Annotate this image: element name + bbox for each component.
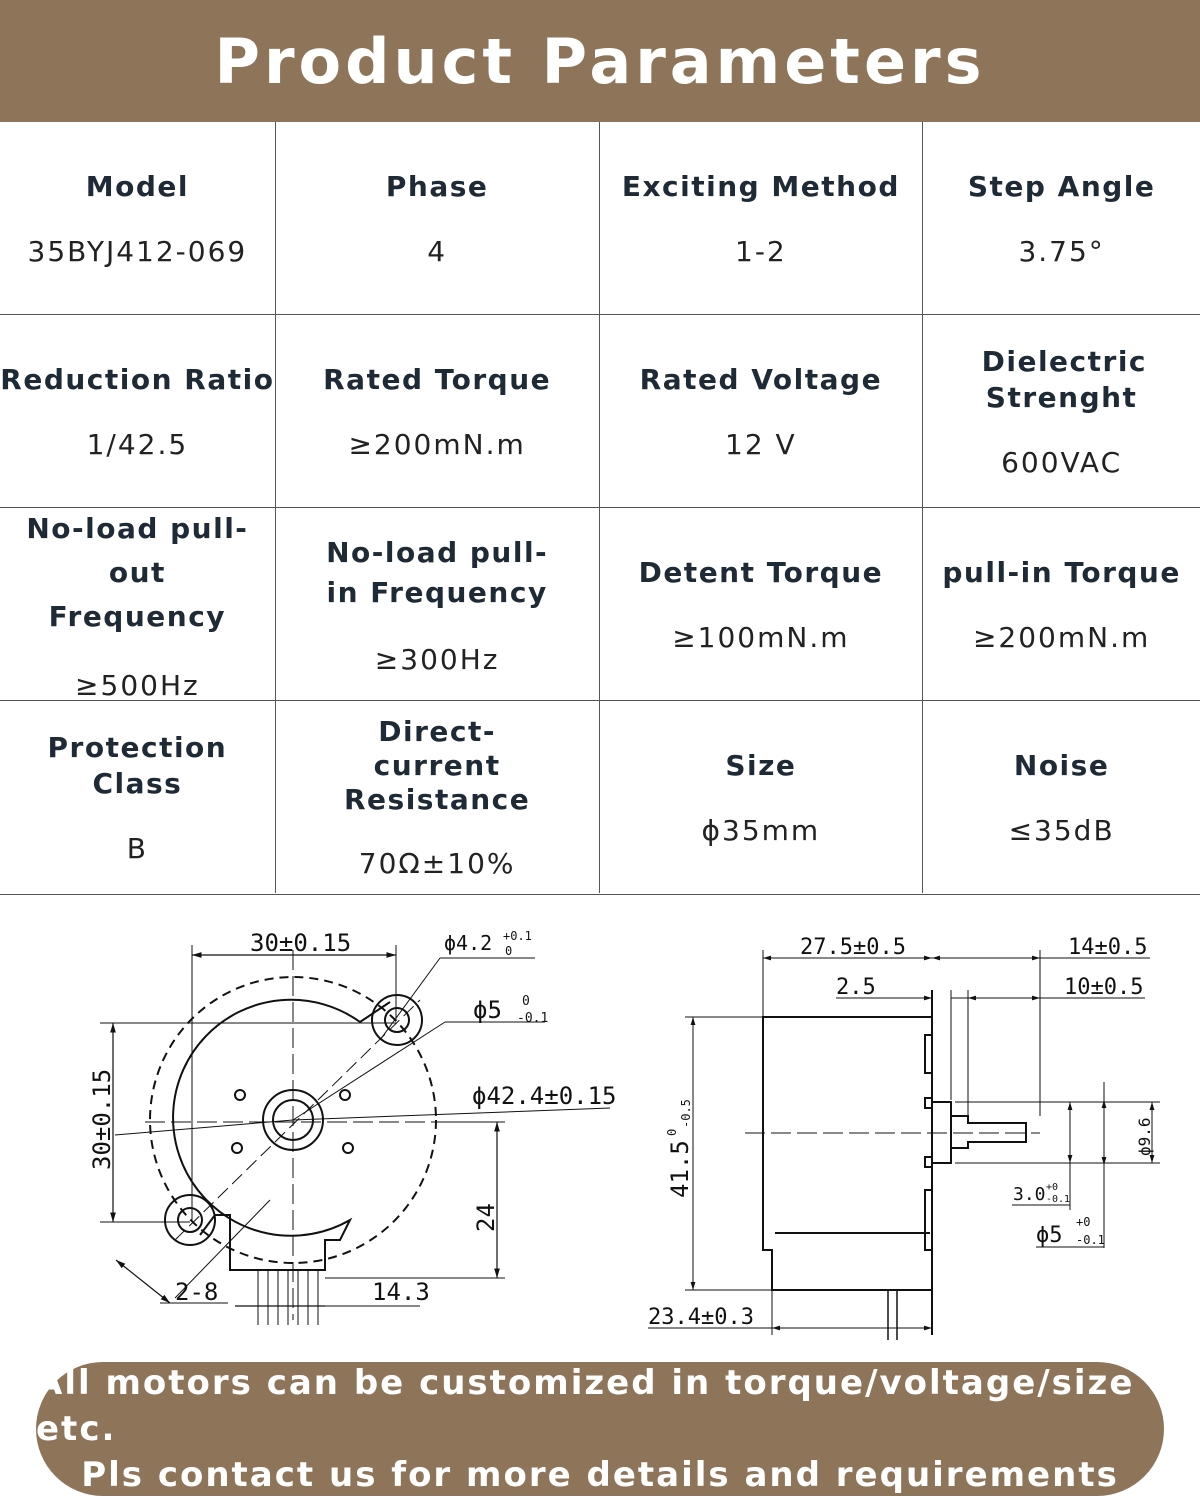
param-label: No-load pull-out Frequency	[26, 511, 249, 633]
banner-line-2: Pls contact us for more details and requ…	[81, 1455, 1119, 1495]
param-value: ≥100mN.m	[672, 620, 850, 654]
page-title: Product Parameters	[214, 24, 986, 98]
param-value: 70Ω±10%	[358, 846, 516, 880]
param-cell: Detent Torque ≥100mN.m	[600, 508, 924, 700]
dim-bottom: 23.4±0.3	[648, 1305, 754, 1330]
dim-shaft-len: 14±0.5	[1068, 935, 1147, 960]
dim-height-side: 41.5	[666, 1140, 694, 1198]
param-value: 4	[427, 234, 448, 268]
param-label: Rated Voltage	[639, 362, 883, 396]
dim-hole-count: 2-8	[175, 1278, 218, 1306]
param-label: Protection Class	[47, 730, 228, 800]
dim-shaft-tol-low-side: -0.1	[1076, 1233, 1105, 1247]
param-value: 600VAC	[1001, 445, 1123, 479]
param-cell: Reduction Ratio 1/42.5	[0, 315, 276, 507]
param-value: ≥500Hz	[75, 668, 200, 702]
shaft-side	[951, 1115, 1027, 1149]
param-label: Direct-current Resistance	[343, 714, 531, 816]
param-label: pull-in Torque	[942, 555, 1181, 589]
param-cell: Rated Torque ≥200mN.m	[276, 315, 600, 507]
table-row: Model 35BYJ412-069 Phase 4 Exciting Method…	[0, 122, 1200, 315]
param-label: Step Angle	[967, 169, 1156, 203]
param-cell: Phase 4	[276, 122, 600, 314]
banner-line-1: All motors can be customized in torque/v…	[36, 1363, 1135, 1449]
shaft-boss-side	[932, 1101, 952, 1164]
dim-shaft-dia-side: ϕ5	[1036, 1223, 1063, 1248]
dim-offset: 24	[472, 1203, 500, 1232]
param-value: ≤35dB	[1008, 813, 1115, 847]
table-row: Reduction Ratio 1/42.5 Rated Torque ≥200mN…	[0, 315, 1200, 508]
param-value: B	[126, 831, 148, 865]
dim-flat-tol-low: -0.1	[1046, 1194, 1070, 1205]
outline-dashed-circle	[149, 976, 437, 1264]
param-value: 12 V	[725, 427, 797, 461]
technical-drawings: 30±0.15 30±0.15 ϕ4.2 +0.1 0 ϕ5 0 -0.1 ϕ4…	[0, 895, 1200, 1355]
param-label: Dielectric Strenght	[981, 344, 1148, 414]
param-label: Model	[85, 169, 189, 203]
param-value: 1/42.5	[86, 427, 189, 461]
param-cell: Exciting Method 1-2	[600, 122, 924, 314]
param-label: Rated Torque	[323, 362, 552, 396]
param-label: Phase	[385, 169, 489, 203]
mount-ear-top	[371, 994, 423, 1046]
param-label: No-load pull-in Frequency	[326, 535, 549, 609]
dim-shaft-tol-up: 0	[522, 994, 530, 1009]
param-value: ≥300Hz	[374, 642, 500, 676]
dim-height-tol-up: 0	[665, 1129, 679, 1136]
front-view-drawing	[100, 945, 611, 1325]
dim-connector: 14.3	[372, 1278, 430, 1306]
param-cell: Rated Voltage 12 V	[600, 315, 924, 507]
dim-body-dia: ϕ42.4±0.15	[472, 1082, 617, 1110]
param-label: Detent Torque	[638, 555, 884, 589]
param-cell: No-load pull-out Frequency ≥500Hz	[0, 508, 276, 702]
param-value: ≥200mN.m	[348, 427, 526, 461]
side-view-drawing	[648, 950, 1160, 1340]
header-bar: Product Parameters	[0, 0, 1200, 122]
dim-shaft-dia: ϕ5	[473, 996, 502, 1024]
dim-height-tol-low: -0.5	[679, 1099, 693, 1128]
param-cell: Size ϕ35mm	[600, 701, 924, 893]
motor-body	[172, 998, 391, 1271]
dim-shaft-tol-low: -0.1	[517, 1011, 548, 1026]
param-label: Reduction Ratio	[0, 362, 275, 396]
parameters-table: Model 35BYJ412-069 Phase 4 Exciting Method…	[0, 122, 1200, 895]
customization-banner: All motors can be customized in torque/v…	[36, 1362, 1164, 1496]
table-row: No-load pull-out Frequency ≥500Hz No-load…	[0, 508, 1200, 702]
param-label: Exciting Method	[621, 169, 900, 203]
dim-hole-tol-low: 0	[505, 944, 512, 958]
param-cell: Model 35BYJ412-069	[0, 122, 276, 314]
param-value: ≥200mN.m	[972, 620, 1151, 654]
dim-hole-tol-up: +0.1	[503, 929, 532, 943]
param-cell: Dielectric Strenght 600VAC	[923, 315, 1200, 507]
param-value: 35BYJ412-069	[27, 234, 248, 268]
dim-flat-len: 10±0.5	[1064, 975, 1143, 1000]
dim-shaft-tol-up-side: +0	[1076, 1215, 1090, 1229]
param-cell: pull-in Torque ≥200mN.m	[923, 508, 1200, 700]
dim-width: 30±0.15	[250, 929, 351, 957]
param-label: Noise	[1013, 748, 1110, 782]
dim-body-len: 27.5±0.5	[800, 935, 906, 960]
dim-flat-tol-up: +0	[1046, 1182, 1058, 1193]
param-cell: No-load pull-in Frequency ≥300Hz	[276, 508, 600, 700]
param-value: 1-2	[735, 234, 787, 268]
dim-flat: 3.0	[1013, 1184, 1046, 1205]
param-cell: Direct-current Resistance 70Ω±10%	[276, 701, 600, 893]
dim-boss-len: 2.5	[836, 975, 876, 1000]
dim-height: 30±0.15	[88, 1069, 116, 1170]
param-cell: Noise ≤35dB	[923, 701, 1200, 893]
param-label: Size	[725, 748, 797, 782]
dim-hole-dia: ϕ4.2	[444, 931, 492, 955]
param-value: ϕ35mm	[701, 813, 821, 847]
dim-boss-dia: ϕ9.6	[1135, 1117, 1154, 1156]
motor-body-side	[762, 1016, 933, 1291]
param-cell: Step Angle 3.75°	[923, 122, 1200, 314]
param-value: 3.75°	[1018, 234, 1105, 268]
mount-ear-bottom	[164, 1194, 216, 1246]
